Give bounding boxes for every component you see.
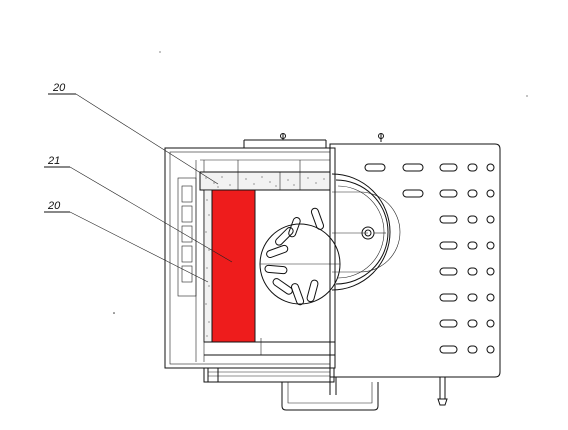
firebox-floor: [203, 190, 379, 411]
callout-21: 21: [44, 155, 233, 263]
callout-label: 21: [47, 155, 60, 167]
callout-20-top: 20: [48, 82, 219, 185]
callout-label: 20: [47, 200, 61, 212]
front-door-panel: [329, 143, 501, 406]
highlighted-brick-part: [211, 189, 256, 343]
insulation-side: [203, 189, 213, 343]
stove-housing: [164, 133, 384, 369]
insulation-top: [199, 159, 331, 191]
grate-disc: [259, 207, 341, 306]
callout-20-bottom: 20: [44, 200, 209, 283]
callout-label: 20: [52, 82, 66, 94]
door-air-slots: [364, 163, 495, 354]
